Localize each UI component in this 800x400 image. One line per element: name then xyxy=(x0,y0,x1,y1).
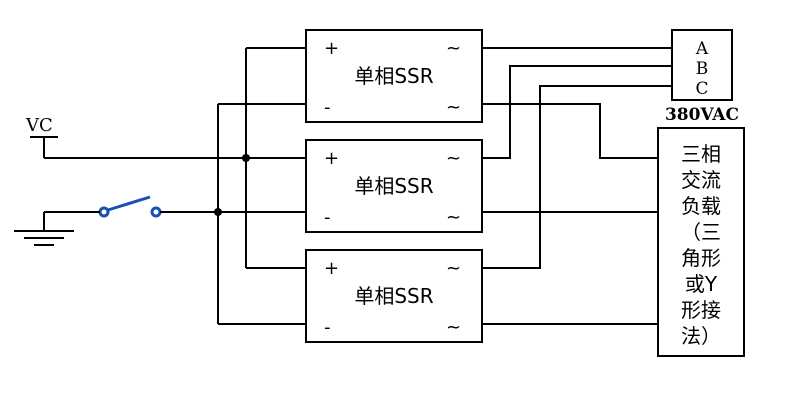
vc-terminal: VC xyxy=(25,115,58,158)
load-label-line: 形接 xyxy=(681,298,721,322)
load-label-line: 交流 xyxy=(681,168,721,192)
voltage-label: 380VAC xyxy=(665,105,739,125)
ssr-label: 单相SSR xyxy=(354,284,433,308)
load-label-line: （三 xyxy=(681,220,721,244)
ssr-ac-terminal: ~ xyxy=(446,317,461,338)
ssr-plus-terminal: + xyxy=(324,148,339,169)
three-phase-load: 三相 交流 负载 （三 角形 或Y 形接 法） xyxy=(657,127,745,357)
ssr-module-2: + - ~ ~ 单相SSR xyxy=(305,139,483,233)
ssr-plus-terminal: + xyxy=(324,258,339,279)
phase-label-a: A xyxy=(695,39,709,59)
junction-node xyxy=(214,208,222,216)
supply-terminal-block: A B C 380VAC xyxy=(665,29,739,125)
load-label-line: 法） xyxy=(681,324,721,348)
ssr-minus-terminal: - xyxy=(324,207,331,228)
ssr-ac-terminal: ~ xyxy=(446,258,461,279)
control-switch xyxy=(98,195,162,218)
ssr-label: 单相SSR xyxy=(354,174,433,198)
phase-label-b: B xyxy=(696,59,709,79)
vc-label: VC xyxy=(25,115,53,136)
ssr-plus-terminal: + xyxy=(324,38,339,59)
ssr-minus-terminal: - xyxy=(324,317,331,338)
control-wires xyxy=(44,47,306,325)
ssr-ac-terminal: ~ xyxy=(446,207,461,228)
junction-node xyxy=(242,154,250,162)
ssr-minus-terminal: - xyxy=(324,97,331,118)
ground-icon xyxy=(14,212,74,246)
ssr-label: 单相SSR xyxy=(354,64,433,88)
ssr-module-1: + - ~ ~ 单相SSR xyxy=(305,29,483,123)
load-label-line: 角形 xyxy=(681,246,721,270)
load-label-line: 负载 xyxy=(681,194,721,218)
ssr-module-3: + - ~ ~ 单相SSR xyxy=(305,249,483,343)
ssr-ac-terminal: ~ xyxy=(446,148,461,169)
ssr-ac-terminal: ~ xyxy=(446,38,461,59)
load-label-line: 三相 xyxy=(681,142,721,166)
ac-wires xyxy=(482,47,672,325)
load-label-line: 或Y xyxy=(685,272,718,296)
ssr-ac-terminal: ~ xyxy=(446,97,461,118)
phase-label-c: C xyxy=(695,79,708,99)
